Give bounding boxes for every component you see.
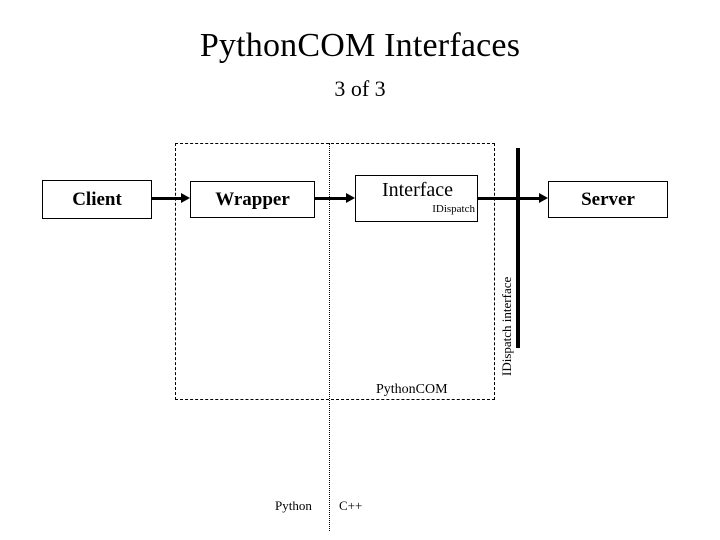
pythoncom-region-label: PythonCOM xyxy=(376,382,448,397)
python-side-label: Python xyxy=(275,498,312,513)
page-title: PythonCOM Interfaces xyxy=(199,27,521,64)
arrow-interface-to-server-shaft xyxy=(478,197,542,200)
arrow-client-to-wrapper-head xyxy=(181,193,190,203)
interface-box-sublabel: IDispatch xyxy=(432,203,475,215)
page-subtitle: 3 of 3 xyxy=(334,76,386,101)
cpp-side-label: C++ xyxy=(339,498,363,513)
server-box: Server xyxy=(548,181,668,218)
python-cpp-divider xyxy=(329,143,330,531)
dispatch-interface-label: IDispatch interface xyxy=(499,276,514,376)
arrow-interface-to-server-head xyxy=(539,193,548,203)
wrapper-box-label: Wrapper xyxy=(215,188,290,210)
client-box-label: Client xyxy=(72,188,122,210)
client-box: Client xyxy=(42,180,152,219)
dispatch-interface-boundary xyxy=(516,148,520,348)
arrow-wrapper-to-interface-head xyxy=(346,193,355,203)
arrow-wrapper-to-interface-shaft xyxy=(315,197,348,200)
interface-box: Interface IDispatch xyxy=(355,175,478,222)
interface-box-label: Interface xyxy=(381,179,454,201)
arrow-client-to-wrapper-shaft xyxy=(152,197,183,200)
pythoncom-region-boundary xyxy=(175,143,495,400)
server-box-label: Server xyxy=(581,188,635,210)
wrapper-box: Wrapper xyxy=(190,181,315,218)
